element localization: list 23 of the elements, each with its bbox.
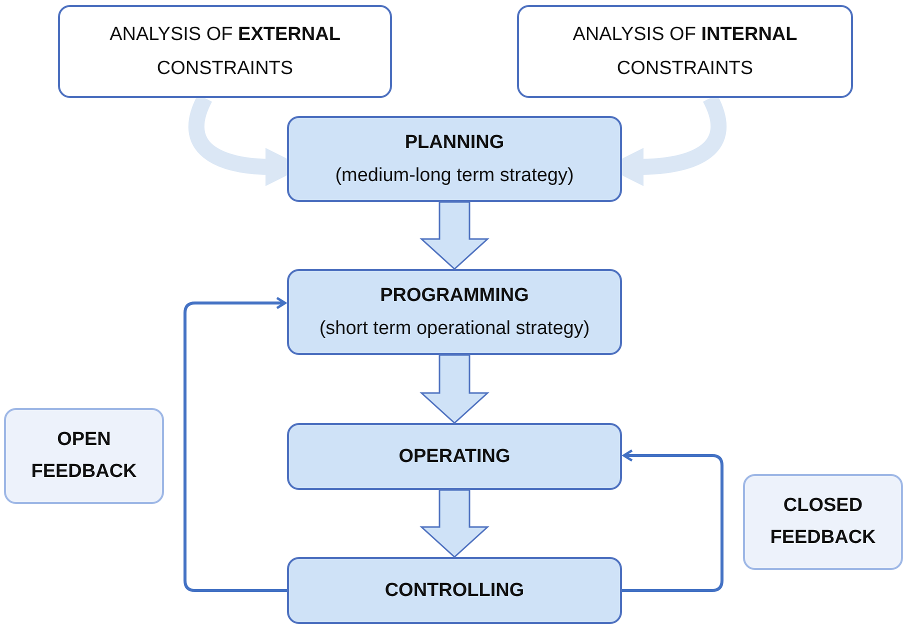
block-arrow [420, 201, 490, 270]
box-text: ANALYSIS OF INTERNAL CONSTRAINTS [572, 23, 798, 80]
process-box [287, 557, 622, 624]
box-title: OPERATING [398, 444, 510, 469]
process-box [287, 116, 622, 202]
box-text: (medium-long term strategy) [335, 164, 574, 188]
process-box [287, 423, 622, 490]
block-arrow [420, 354, 490, 424]
box-title: OPEN FEEDBACK [30, 428, 138, 484]
box-text: ANALYSIS OF EXTERNAL CONSTRAINTS [108, 23, 342, 80]
box-title: PLANNING [404, 130, 504, 155]
analysis-box [58, 5, 392, 98]
box-title: CLOSED FEEDBACK [769, 494, 877, 550]
feedback-arrow [184, 296, 287, 592]
feedback-box [4, 408, 164, 504]
box-title: CONTROLLING [384, 578, 524, 603]
feedback-arrow [622, 449, 724, 592]
analysis-box [517, 5, 853, 98]
block-arrow [420, 489, 490, 558]
feedback-box [743, 474, 903, 570]
box-title: PROGRAMMING [380, 284, 529, 308]
box-text: (short term operational strategy) [319, 317, 590, 341]
process-box [287, 269, 622, 355]
